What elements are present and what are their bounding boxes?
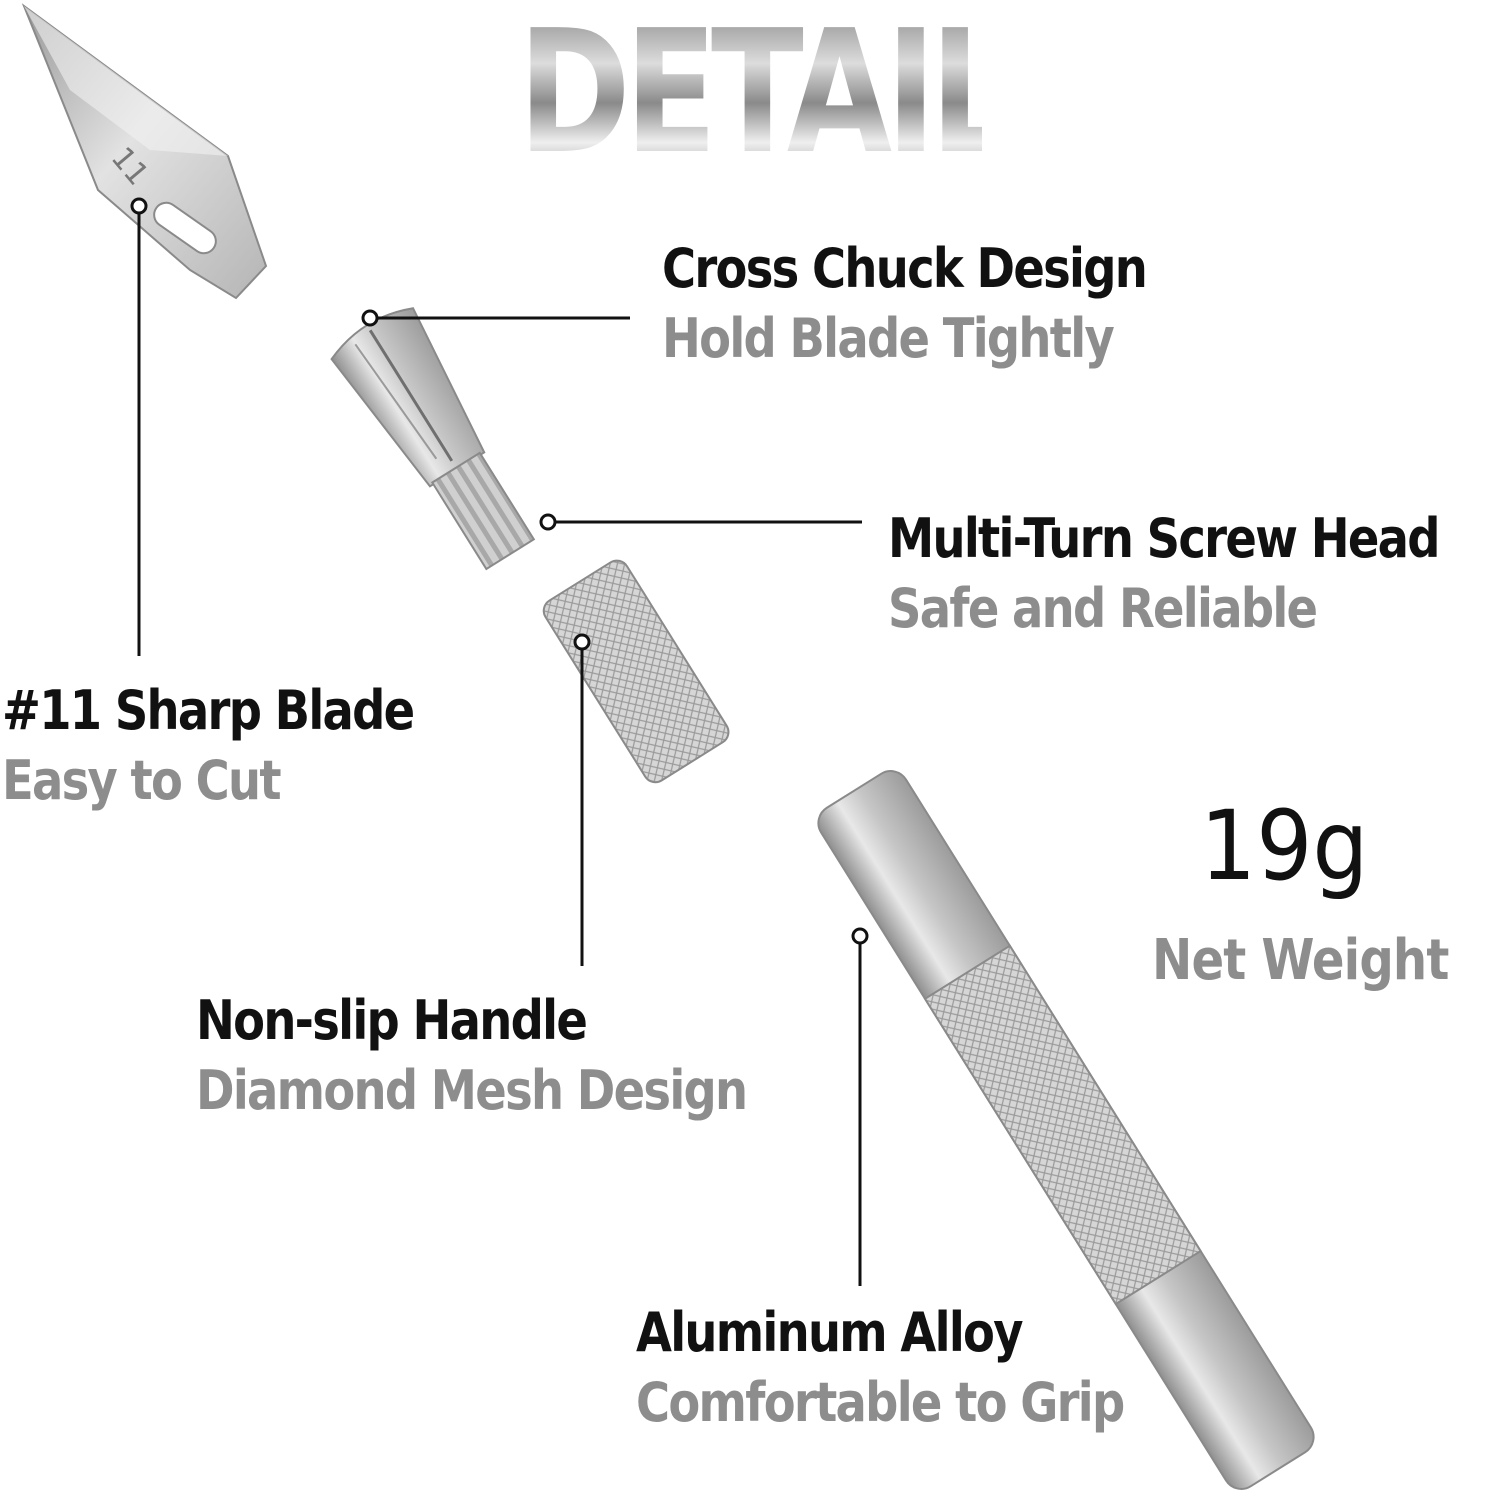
callout-chuck-title: Cross Chuck Design	[662, 237, 1148, 300]
callout-grip: Non-slip Handle Diamond Mesh Design	[196, 986, 836, 1126]
callout-grip-subtitle: Diamond Mesh Design	[196, 1059, 748, 1123]
callout-grip-title: Non-slip Handle	[196, 989, 588, 1052]
page-title: DETAILS	[518, 0, 1108, 192]
blade: 11	[21, 3, 268, 300]
callout-screw-subtitle: Safe and Reliable	[888, 577, 1318, 641]
leader-lines	[130, 197, 869, 1286]
callout-chuck: Cross Chuck Design Hold Blade Tightly	[662, 234, 1225, 374]
callout-screw-title: Multi-Turn Screw Head	[888, 507, 1441, 570]
knurled-collar	[542, 559, 730, 784]
screw-thread	[430, 451, 536, 571]
handle	[817, 770, 1315, 1490]
callout-alloy-title: Aluminum Alloy	[636, 1301, 1024, 1364]
chuck	[330, 307, 536, 571]
blade-slot	[153, 201, 217, 255]
weight-label: Net Weight	[1152, 928, 1449, 993]
callout-blade-title: #11 Sharp Blade	[2, 679, 415, 742]
callout-blade: #11 Sharp Blade Easy to Cut	[2, 676, 480, 816]
callout-alloy: Aluminum Alloy Comfortable to Grip	[636, 1298, 1203, 1438]
weight-value: 19g	[1200, 790, 1369, 902]
callout-chuck-subtitle: Hold Blade Tightly	[662, 307, 1115, 371]
callout-screw: Multi-Turn Screw Head Safe and Reliable	[888, 504, 1497, 644]
callout-alloy-subtitle: Comfortable to Grip	[636, 1371, 1125, 1435]
callout-blade-subtitle: Easy to Cut	[2, 749, 282, 813]
